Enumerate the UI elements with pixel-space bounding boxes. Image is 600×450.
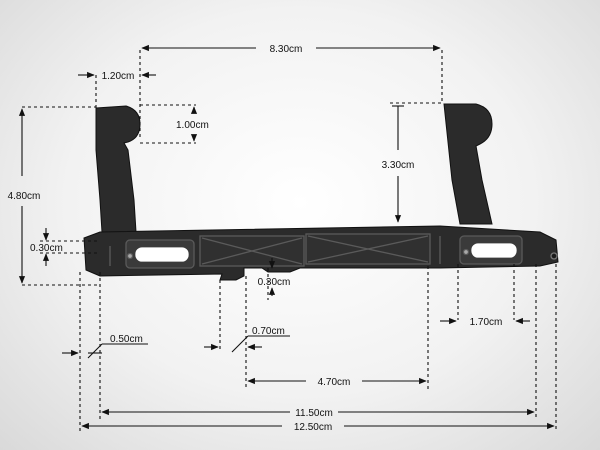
right-hook-arm (443, 103, 493, 225)
label-rail-height: 0.30cm (30, 243, 63, 254)
label-right-arm-height: 3.30cm (382, 160, 415, 171)
label-total-length: 12.50cm (294, 422, 332, 433)
dimension-labels: 8.30cm 1.20cm 1.00cm 3.30cm 4.80cm 0.30c… (8, 44, 503, 433)
label-top-span: 8.30cm (270, 44, 303, 55)
extension-lines (22, 50, 557, 432)
rail-details (109, 233, 558, 269)
label-end-offset: 0.50cm (110, 334, 143, 345)
left-hook-arm (95, 105, 141, 233)
label-inner-length: 11.50cm (295, 408, 333, 419)
label-mid-span: 4.70cm (318, 377, 351, 388)
label-hook-height: 1.00cm (176, 120, 209, 131)
label-notch-width: 0.70cm (252, 326, 285, 337)
label-hook-width: 1.20cm (102, 71, 135, 82)
dimension-lines (18, 44, 557, 432)
label-notch-depth: 0.30cm (258, 277, 291, 288)
label-overall-height: 4.80cm (8, 191, 41, 202)
label-slot-right: 1.70cm (470, 317, 503, 328)
